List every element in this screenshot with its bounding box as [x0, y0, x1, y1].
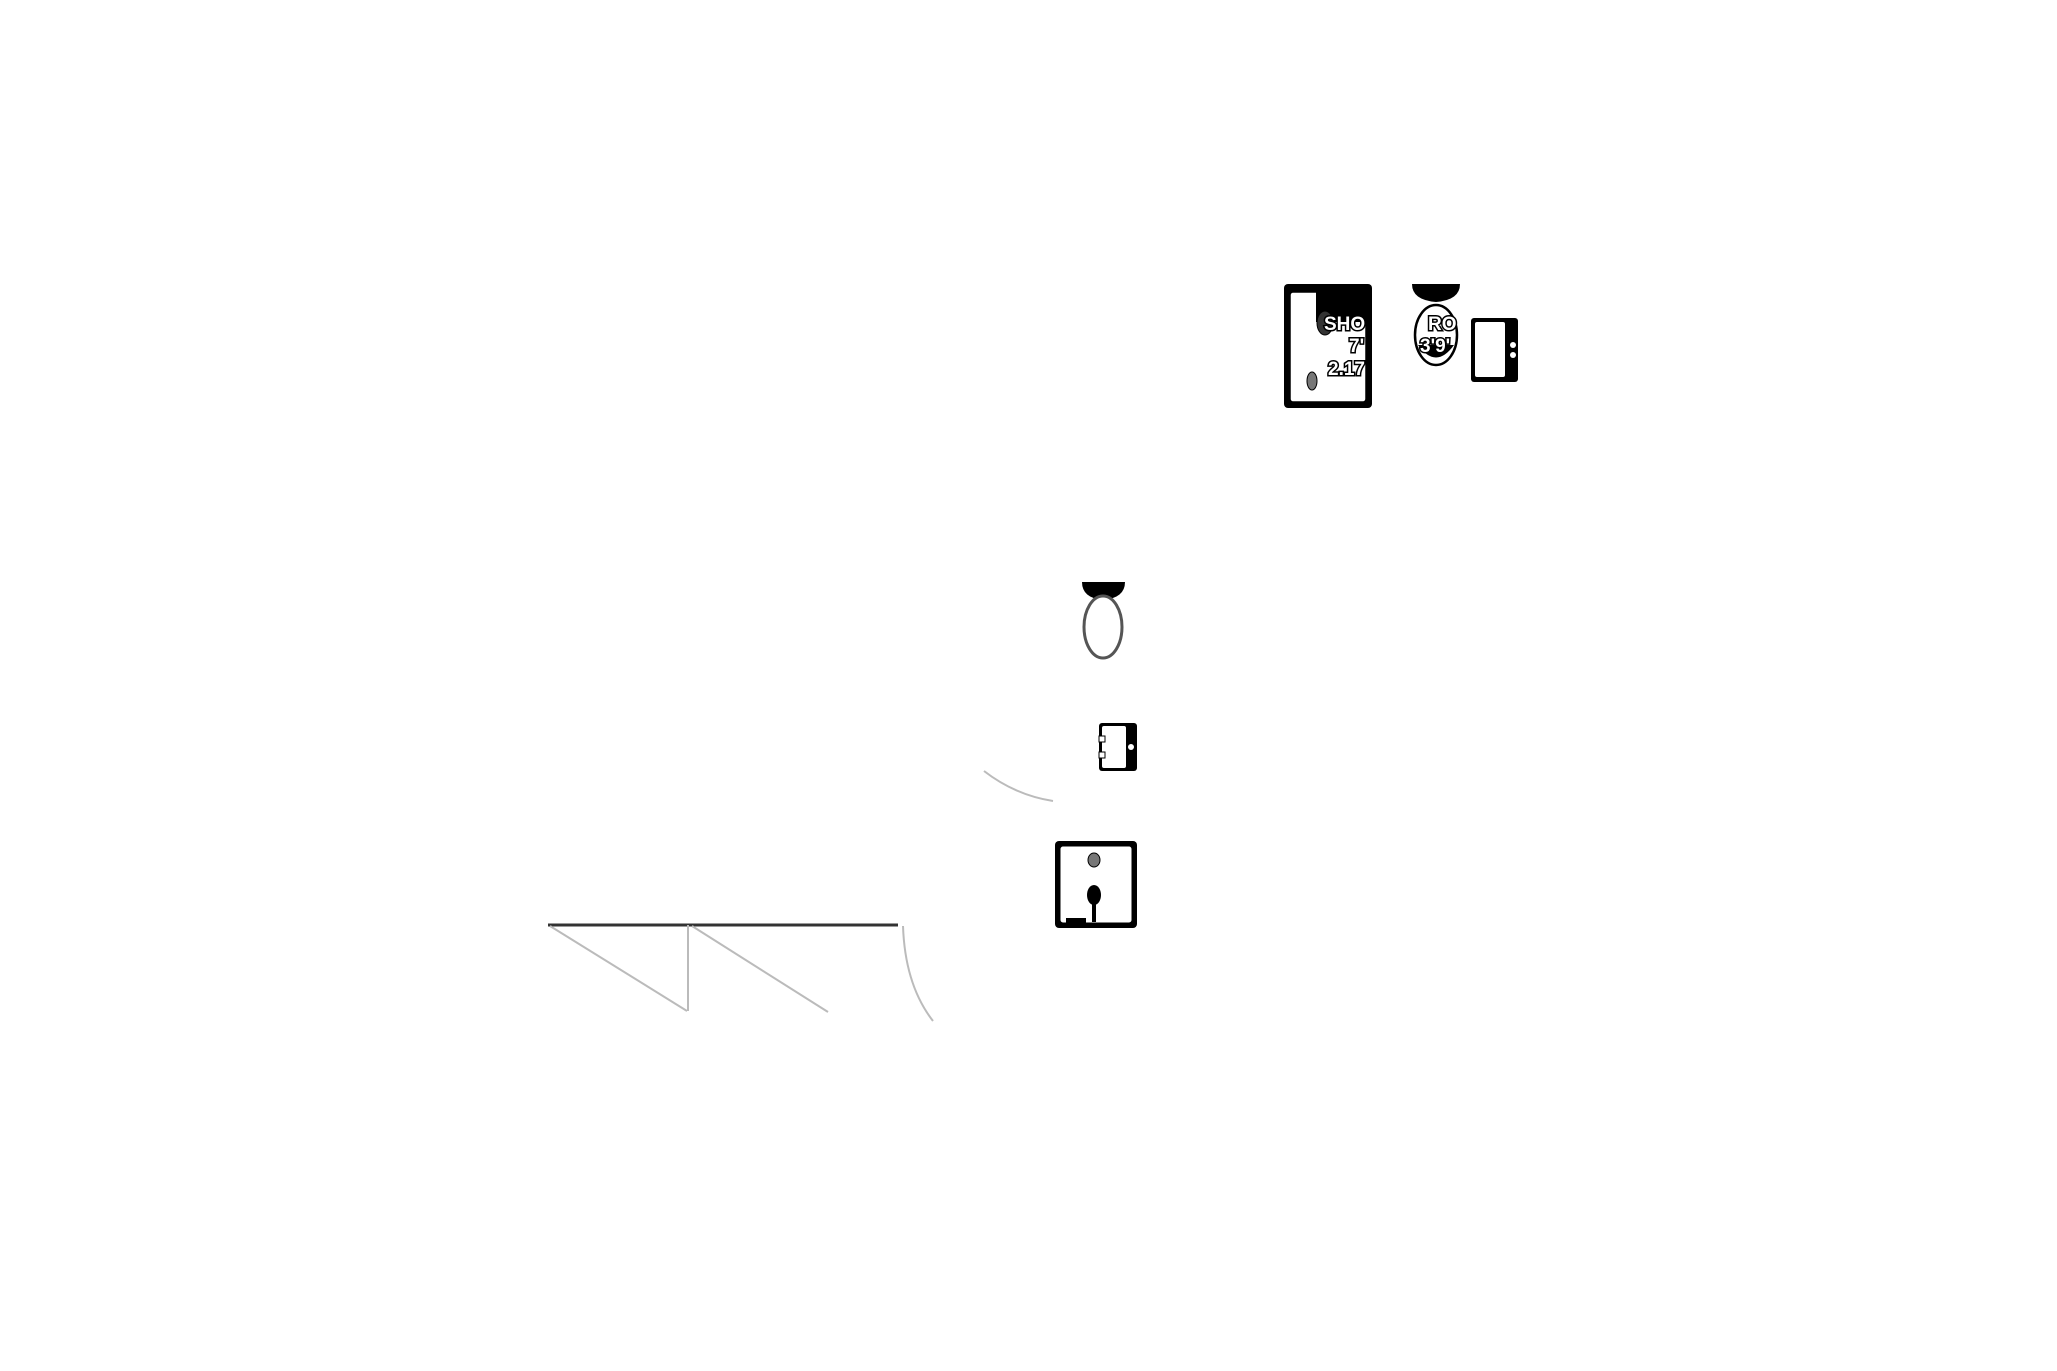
- shower-head-icon: [1087, 885, 1101, 905]
- shower-basin: [1059, 845, 1133, 924]
- toilet-tank: [1412, 284, 1460, 302]
- shower-drain-icon: [1087, 852, 1101, 868]
- room-name-label: RO: [1428, 314, 1457, 335]
- sink-basin: [1475, 322, 1505, 377]
- sink-faucet-icon: [1128, 744, 1134, 750]
- sink-basin: [1102, 726, 1126, 768]
- sink-fixture-2[interactable]: [1098, 723, 1137, 771]
- toilet-tank: [1082, 582, 1125, 600]
- stair-diagonal-1: [549, 925, 688, 1012]
- toilet-bowl-shadow: [1418, 345, 1454, 358]
- sink-faucet-icon: [1510, 342, 1516, 348]
- shower-pipe: [1092, 900, 1096, 922]
- toilet-fixture-1[interactable]: RO 3'9': [1412, 284, 1460, 367]
- shower-dim-label-1: 7': [1349, 336, 1364, 357]
- shower-valve: [1066, 918, 1086, 923]
- sink-notch: [1098, 735, 1106, 743]
- shower-fixture-2[interactable]: [1055, 841, 1137, 928]
- stair-diagonal-2: [691, 925, 829, 1013]
- stairs-section: [548, 923, 934, 1022]
- shower-dim-label-2: 2.17: [1328, 359, 1365, 380]
- room-dim-label: 3'9': [1420, 336, 1450, 357]
- toilet-bowl: [1082, 594, 1124, 660]
- toilet-fixture-2[interactable]: [1082, 582, 1125, 660]
- shower-fixture-1[interactable]: SHO 7' 2.17: [1284, 284, 1372, 408]
- door-swing-arc: [983, 770, 1054, 802]
- shower-drain-icon: [1306, 371, 1318, 391]
- door-swing-arc-2: [902, 925, 934, 1022]
- sink-fixture-1[interactable]: [1471, 318, 1518, 382]
- sink-faucet-icon-2: [1510, 352, 1516, 358]
- shower-head-icon: [1316, 310, 1334, 336]
- shower-name-label: SHO: [1324, 314, 1365, 335]
- sink-notch-2: [1098, 751, 1106, 759]
